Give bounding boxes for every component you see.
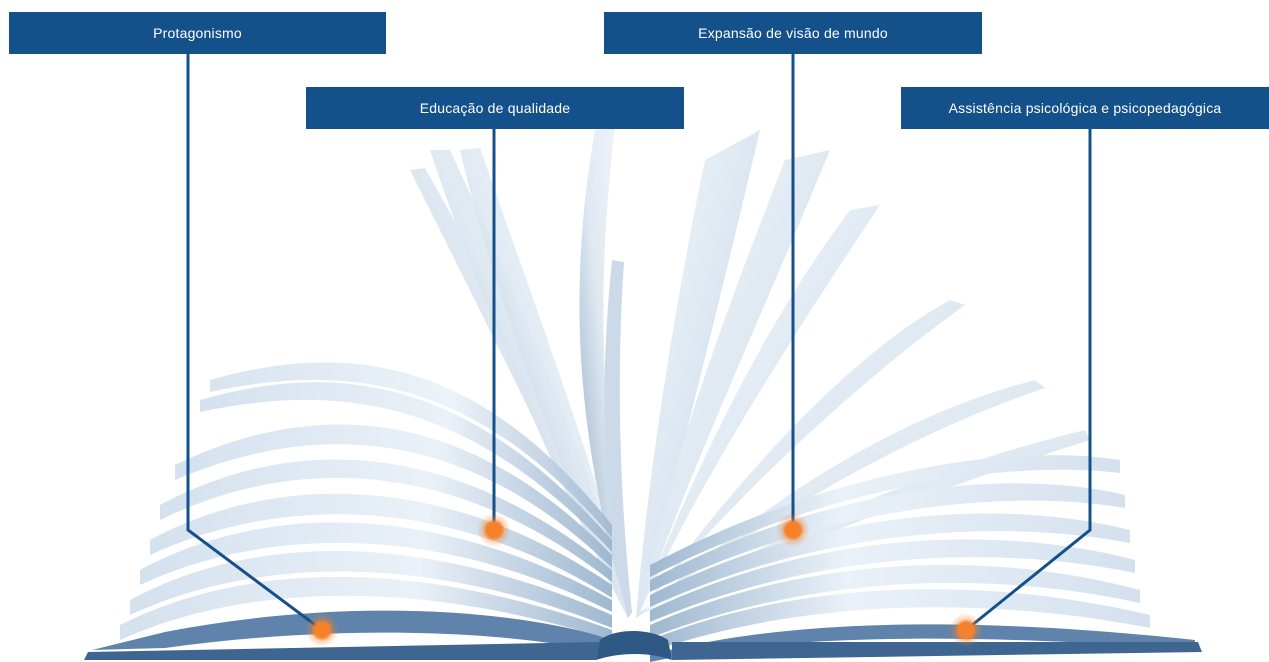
book-cover-bottom	[84, 642, 1202, 660]
marker-dot-educacao	[477, 513, 511, 547]
marker-dot-expansao	[776, 513, 810, 547]
book-right-page-stack	[650, 455, 1195, 662]
label-expansao-de-visao-de-mundo: Expansão de visão de mundo	[604, 12, 982, 54]
label-educacao-de-qualidade: Educação de qualidade	[306, 87, 684, 129]
book-left-page-stack	[92, 362, 615, 655]
book-spine	[596, 631, 672, 660]
marker-dot-protagonismo	[305, 613, 339, 647]
label-protagonismo: Protagonismo	[9, 12, 386, 54]
label-assistencia-psicologica: Assistência psicológica e psicopedagógic…	[901, 87, 1269, 129]
connector-assistencia	[965, 129, 1092, 632]
book-fanned-pages-right	[636, 130, 1090, 618]
connector-lines	[186, 54, 1092, 632]
connector-protagonismo	[186, 54, 323, 632]
marker-dots	[305, 513, 983, 647]
marker-dot-assistencia	[949, 613, 983, 647]
